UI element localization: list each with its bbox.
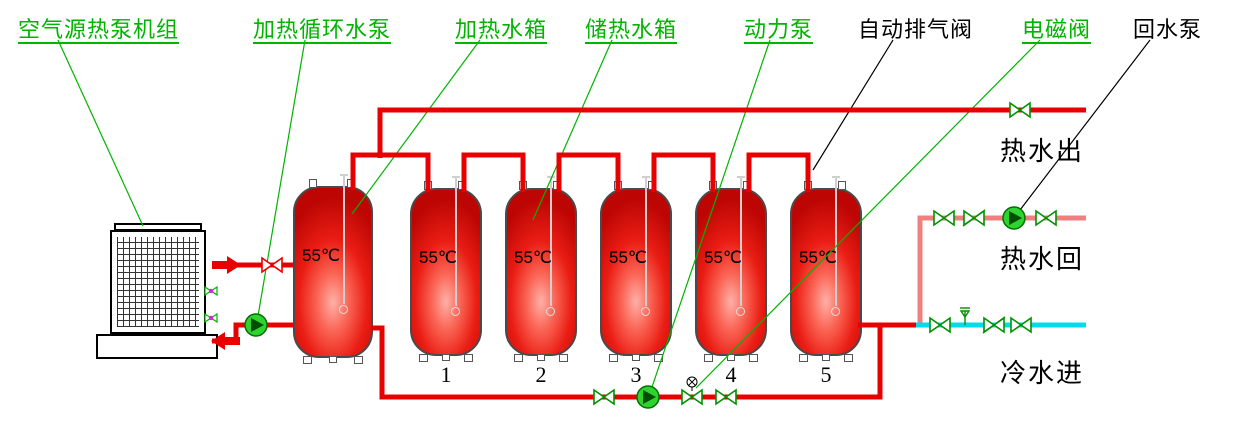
- tank-number: 1: [440, 362, 452, 387]
- heat-pump-coil-grid: [117, 237, 199, 327]
- tank-temperature: 55℃: [419, 248, 458, 267]
- tank-manifold-pipe: [746, 152, 811, 192]
- tank-foot: [654, 354, 664, 362]
- heating-circulation-pump-icon: [244, 313, 268, 337]
- safety-valve-icon: [959, 307, 971, 325]
- heat-pump-base: [96, 334, 218, 359]
- heat-pump-unit: [110, 230, 206, 334]
- tank-foot: [302, 356, 312, 364]
- tank-foot: [703, 354, 713, 362]
- tank-temperature: 55℃: [704, 248, 743, 267]
- flow-arrow-right-icon: [212, 256, 241, 274]
- gate-valve-icon: [1035, 209, 1057, 227]
- tank-foot: [749, 354, 759, 362]
- leader-line: [257, 39, 306, 317]
- tank-number: 5: [820, 362, 832, 387]
- tank-temperature: 55℃: [609, 248, 648, 267]
- label-power-pump: 动力泵: [744, 17, 814, 42]
- leader-line: [351, 39, 481, 215]
- leader-line: [532, 39, 613, 221]
- thermometer-icon: [831, 176, 841, 316]
- thermometer-icon: [546, 176, 556, 316]
- return-water-pump-icon: [1002, 206, 1026, 230]
- tank-drain: [727, 354, 735, 361]
- tank-temperature: 55℃: [514, 248, 553, 267]
- label-air-source-heat-pump: 空气源热泵机组: [18, 17, 180, 42]
- tank-foot: [513, 354, 523, 362]
- tank-manifold-pipe: [350, 152, 431, 192]
- power-pump-icon: [636, 385, 660, 409]
- tank-foot: [844, 354, 854, 362]
- flow-arrow-left-icon: [211, 332, 240, 350]
- tank-foot: [608, 354, 618, 362]
- tank-drain: [329, 356, 337, 363]
- solenoid-valve-icon: [681, 376, 703, 406]
- label-auto-exhaust-valve: 自动排气阀: [858, 17, 974, 42]
- gate-valve-icon: [929, 316, 951, 334]
- tank-manifold-pipe: [461, 152, 526, 192]
- tank-foot: [464, 354, 474, 362]
- storage-tank-3: 55℃: [600, 176, 672, 362]
- tank-foot: [354, 356, 364, 364]
- tank-nozzle: [838, 181, 846, 190]
- leader-line: [651, 39, 771, 388]
- thermometer-icon: [339, 174, 349, 314]
- tank-drain: [822, 354, 830, 361]
- bottom-circulation-pipe: [371, 325, 883, 400]
- tank-nozzle: [309, 179, 317, 188]
- gate-valve-icon: [933, 209, 955, 227]
- tank-manifold-pipe: [556, 152, 621, 192]
- label-storage-tank: 储热水箱: [585, 17, 678, 42]
- label-hot-water-return: 热水回: [1000, 244, 1085, 274]
- leader-line: [695, 39, 1041, 389]
- tank-number: 3: [630, 362, 642, 387]
- leader-line: [1019, 39, 1151, 211]
- thermometer-icon: [641, 176, 651, 316]
- storage-tank-5: 55℃: [790, 176, 862, 362]
- label-heating-circulation-pump: 加热循环水泵: [253, 17, 392, 42]
- label-cold-water-in: 冷水进: [1000, 358, 1085, 388]
- tank-number: 2: [535, 362, 547, 387]
- gate-valve-icon: [715, 388, 737, 406]
- tank-drain: [442, 354, 450, 361]
- leader-line: [812, 39, 894, 171]
- hot-water-return-pipe: [917, 215, 1086, 323]
- thermometer-icon: [451, 176, 461, 316]
- tank-number: 4: [725, 362, 737, 387]
- gate-valve-icon: [1009, 101, 1031, 119]
- tank-temperature: 55℃: [302, 246, 341, 265]
- label-heating-tank: 加热水箱: [455, 17, 548, 42]
- tank-manifold-pipe: [651, 152, 716, 192]
- tank-drain: [537, 354, 545, 361]
- check-valve-icon: [962, 209, 986, 227]
- thermometer-icon: [736, 176, 746, 316]
- label-return-water-pump: 回水泵: [1133, 17, 1203, 42]
- storage-tank-1: 55℃: [410, 176, 482, 362]
- tank-foot: [559, 354, 569, 362]
- label-hot-water-out: 热水出: [1000, 136, 1085, 166]
- tank-temperature: 55℃: [799, 248, 838, 267]
- pipe-union-icon: [204, 312, 218, 324]
- check-valve-icon: [982, 316, 1006, 334]
- label-solenoid-valve: 电磁阀: [1022, 17, 1092, 42]
- tank-foot: [418, 354, 428, 362]
- tank-drain: [632, 354, 640, 361]
- tank-foot: [798, 354, 808, 362]
- gate-valve-icon: [1010, 316, 1032, 334]
- heating-tank: 55℃: [293, 174, 373, 364]
- gate-valve-icon: [261, 256, 283, 274]
- leader-line: [57, 39, 144, 227]
- gate-valve-icon: [593, 388, 615, 406]
- pipe-union-icon: [204, 285, 218, 297]
- hot-water-supply-pipe: [377, 107, 1086, 158]
